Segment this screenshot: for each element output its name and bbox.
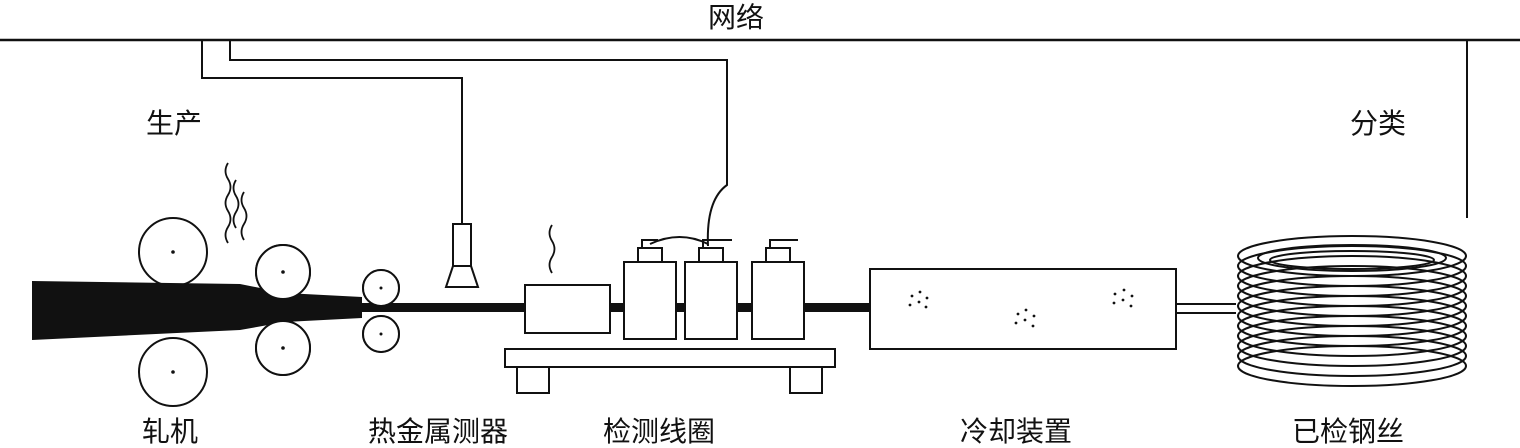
detection-coil-3-cap bbox=[765, 247, 791, 263]
metal-strip-thick bbox=[32, 281, 362, 340]
detector-nozzle bbox=[444, 265, 480, 288]
network-branch-detector bbox=[201, 40, 463, 224]
table-leg-right bbox=[789, 366, 823, 394]
detection-coil-3-handle bbox=[769, 239, 798, 248]
network-branch-coil bbox=[229, 40, 728, 247]
detector-body bbox=[452, 223, 472, 267]
detection-coil-label: 检测线圈 bbox=[603, 415, 716, 448]
cooling-device-box bbox=[869, 268, 1177, 350]
production-label: 生产 bbox=[146, 107, 203, 140]
inspected-wire-label: 已检钢丝 bbox=[1292, 415, 1405, 448]
detection-coil-1-handle bbox=[641, 239, 658, 248]
coil-connecting-wire bbox=[649, 236, 709, 245]
cooling-spray-dots bbox=[908, 288, 1134, 328]
detection-coil-2-handle bbox=[702, 239, 732, 248]
metal-wire-line bbox=[362, 303, 870, 312]
heat-wave-1 bbox=[224, 162, 232, 244]
heat-wave-2 bbox=[232, 179, 240, 229]
detection-coil-2-cap bbox=[698, 247, 724, 263]
network-label: 网络 bbox=[708, 1, 765, 34]
cooling-device-label: 冷却装置 bbox=[960, 415, 1073, 448]
heat-wave-3 bbox=[240, 191, 248, 241]
inspection-table-top bbox=[504, 348, 836, 368]
table-leg-left bbox=[516, 366, 550, 394]
classification-label: 分类 bbox=[1350, 107, 1407, 140]
mill-roller-bottom-large bbox=[138, 337, 208, 407]
detection-coil-1-cap bbox=[637, 247, 663, 263]
hot-metal-detector-label: 热金属测器 bbox=[368, 415, 509, 448]
heat-wave-box bbox=[548, 224, 556, 274]
rolling-mill-label: 轧机 bbox=[142, 415, 199, 448]
inspected-wire-coil bbox=[1237, 235, 1467, 387]
